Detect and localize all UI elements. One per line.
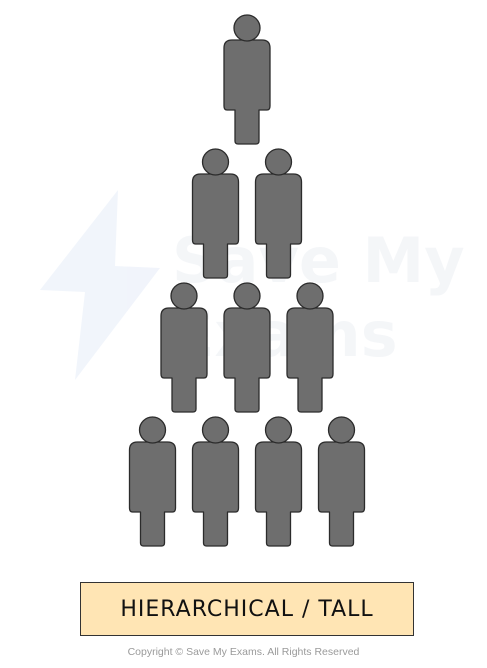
person-head	[327, 416, 356, 444]
person-head	[233, 14, 261, 42]
person-body	[286, 307, 334, 413]
person-icon	[223, 282, 271, 413]
person-icon	[160, 282, 208, 413]
person-body	[191, 173, 240, 279]
person-icon	[191, 416, 240, 547]
watermark-line2: Exams	[172, 298, 398, 371]
person-body	[254, 441, 303, 547]
person-body	[160, 307, 208, 413]
person-body	[191, 441, 240, 547]
person-body	[223, 39, 271, 145]
person-icon	[254, 416, 303, 547]
person-head	[170, 282, 198, 310]
person-body	[223, 307, 271, 413]
person-head	[264, 416, 293, 444]
person-icon	[223, 14, 271, 145]
person-head	[138, 416, 167, 444]
person-head	[296, 282, 324, 310]
figures-group	[128, 14, 366, 547]
watermark: Save My Exams	[40, 190, 465, 380]
person-head	[201, 148, 230, 176]
person-body	[317, 441, 366, 547]
person-icon	[128, 416, 177, 547]
person-head	[233, 282, 261, 310]
person-icon	[191, 148, 240, 279]
person-body	[254, 173, 303, 279]
person-head	[264, 148, 293, 176]
person-head	[201, 416, 230, 444]
copyright-text: Copyright © Save My Exams. All Rights Re…	[127, 646, 360, 658]
person-body	[128, 441, 177, 547]
watermark-bolt-icon	[40, 190, 160, 380]
person-icon	[317, 416, 366, 547]
diagram-label: HIERARCHICAL / TALL	[80, 582, 414, 636]
person-icon	[254, 148, 303, 279]
person-icon	[286, 282, 334, 413]
